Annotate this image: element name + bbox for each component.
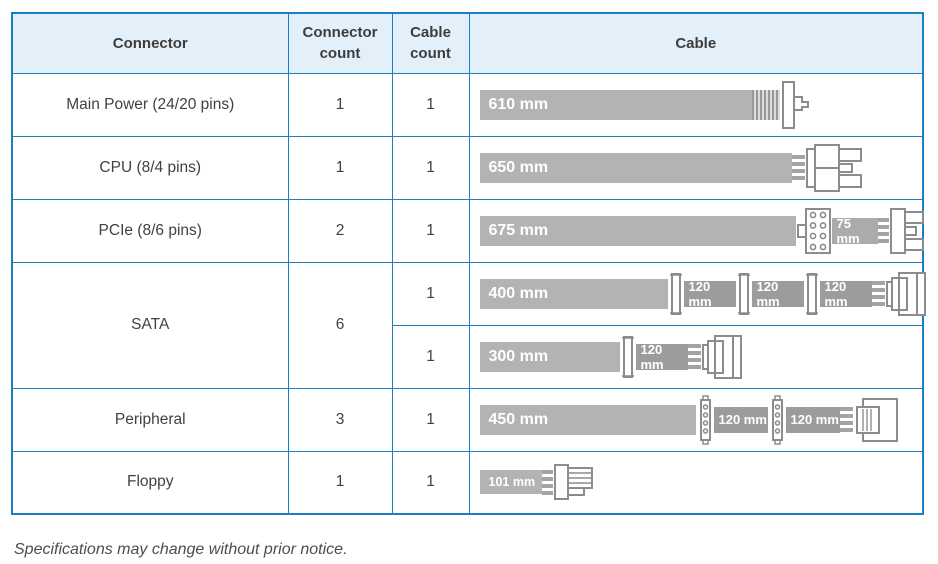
wire-strands [751, 89, 780, 120]
cable-length-label: 120 mm [635, 342, 688, 372]
table-row-sata-1: SATA 6 1 400 mm 120 mm [11, 261, 926, 389]
cable-cell: 650 mm [468, 135, 924, 200]
connector-count: 6 [287, 261, 393, 389]
cable-cell: 101 mm [468, 450, 924, 515]
cable-count: 1 [391, 72, 470, 137]
cable-spec-table: Connector Connector count Cable count Ca… [11, 12, 926, 515]
cable-count: 1 [391, 135, 470, 200]
cable-graphic-sata-1: 400 mm 120 mm 120 mm [470, 268, 926, 320]
cable-length-label: 120 mm [819, 279, 872, 309]
connector-name: PCIe (8/6 pins) [11, 198, 289, 263]
sata-end-connector-icon [701, 334, 742, 379]
connector-count: 1 [287, 450, 393, 515]
cable-count: 1 [391, 324, 470, 389]
wire-strands [541, 469, 553, 495]
cable-length-label: 675 mm [479, 215, 796, 246]
cable-length-label: 101 mm [479, 470, 542, 495]
sata-inline-connector-icon [737, 272, 750, 315]
cable-graphic-floppy: 101 mm [470, 461, 923, 503]
cable-count: 1 [391, 261, 470, 326]
cable-cell: 300 mm 120 mm [468, 324, 924, 389]
cable-count: 1 [391, 387, 470, 452]
cable-cell: 450 mm 120 mm [468, 387, 924, 452]
cable-length-label: 120 mm [713, 406, 768, 433]
cable-length-label: 650 mm [479, 152, 792, 183]
cable-graphic-peripheral: 450 mm 120 mm [470, 394, 923, 446]
wire-strands [871, 281, 885, 306]
sata-end-connector-icon [885, 271, 926, 316]
molex-end-connector-icon [855, 397, 898, 442]
cable-graphic-pcie: 675 mm 75 mm [470, 206, 924, 256]
cable-graphic-main-power: 610 mm [470, 80, 923, 130]
connector-name: Main Power (24/20 pins) [11, 72, 289, 137]
molex-inline-connector-icon [699, 394, 711, 445]
connector-count: 1 [287, 135, 393, 200]
col-header-connector-count: Connector count [287, 12, 393, 74]
cable-length-label: 450 mm [479, 404, 696, 435]
col-header-connector: Connector [11, 12, 289, 74]
cable-length-label: 75 mm [831, 216, 878, 246]
pcie-6pin-connector-icon [889, 207, 924, 254]
wire-strands [877, 218, 889, 243]
cable-length-label: 120 mm [683, 279, 736, 309]
cable-count: 1 [391, 198, 470, 263]
cable-length-label: 400 mm [479, 278, 668, 309]
wire-strands [839, 407, 853, 432]
sata-inline-connector-icon [621, 335, 634, 378]
connector-name: Peripheral [11, 387, 289, 452]
connector-count: 1 [287, 72, 393, 137]
connector-name: CPU (8/4 pins) [11, 135, 289, 200]
pcie-8pin-connector-icon [796, 207, 831, 254]
cable-count: 1 [391, 450, 470, 515]
sata-inline-connector-icon [805, 272, 818, 315]
table-row-floppy: Floppy 1 1 101 mm [11, 450, 924, 515]
cpu-8pin-connector-icon [805, 143, 862, 192]
cable-cell: 610 mm [468, 72, 924, 137]
col-header-cable-count: Cable count [391, 12, 470, 74]
cable-graphic-cpu: 650 mm [470, 142, 923, 194]
cable-length-label: 120 mm [785, 406, 840, 433]
footnote: Specifications may change without prior … [14, 541, 348, 558]
cable-graphic-sata-2: 300 mm 120 mm [470, 331, 923, 383]
table-row-peripheral: Peripheral 3 1 450 mm [11, 387, 924, 452]
cable-length-label: 610 mm [479, 89, 752, 120]
cable-length-label: 300 mm [479, 341, 620, 372]
cable-cell: 675 mm 75 mm [468, 198, 924, 263]
connector-count: 2 [287, 198, 393, 263]
table-row-pcie: PCIe (8/6 pins) 2 1 675 mm [11, 198, 924, 263]
connector-name: SATA [11, 261, 289, 389]
connector-name: Floppy [11, 450, 289, 515]
table-row-main-power: Main Power (24/20 pins) 1 1 610 mm [11, 72, 924, 137]
wire-strands [791, 155, 805, 180]
table-row-cpu: CPU (8/4 pins) 1 1 650 mm [11, 135, 924, 200]
connector-count: 3 [287, 387, 393, 452]
atx-24pin-connector-icon [781, 80, 809, 129]
cable-length-label: 120 mm [751, 279, 804, 309]
col-header-cable: Cable [468, 12, 924, 74]
molex-inline-connector-icon [771, 394, 783, 445]
cable-cell: 400 mm 120 mm 120 mm [468, 261, 926, 326]
wire-strands [687, 344, 701, 369]
floppy-connector-icon [553, 464, 593, 501]
sata-inline-connector-icon [669, 272, 682, 315]
header-row: Connector Connector count Cable count Ca… [11, 12, 924, 74]
